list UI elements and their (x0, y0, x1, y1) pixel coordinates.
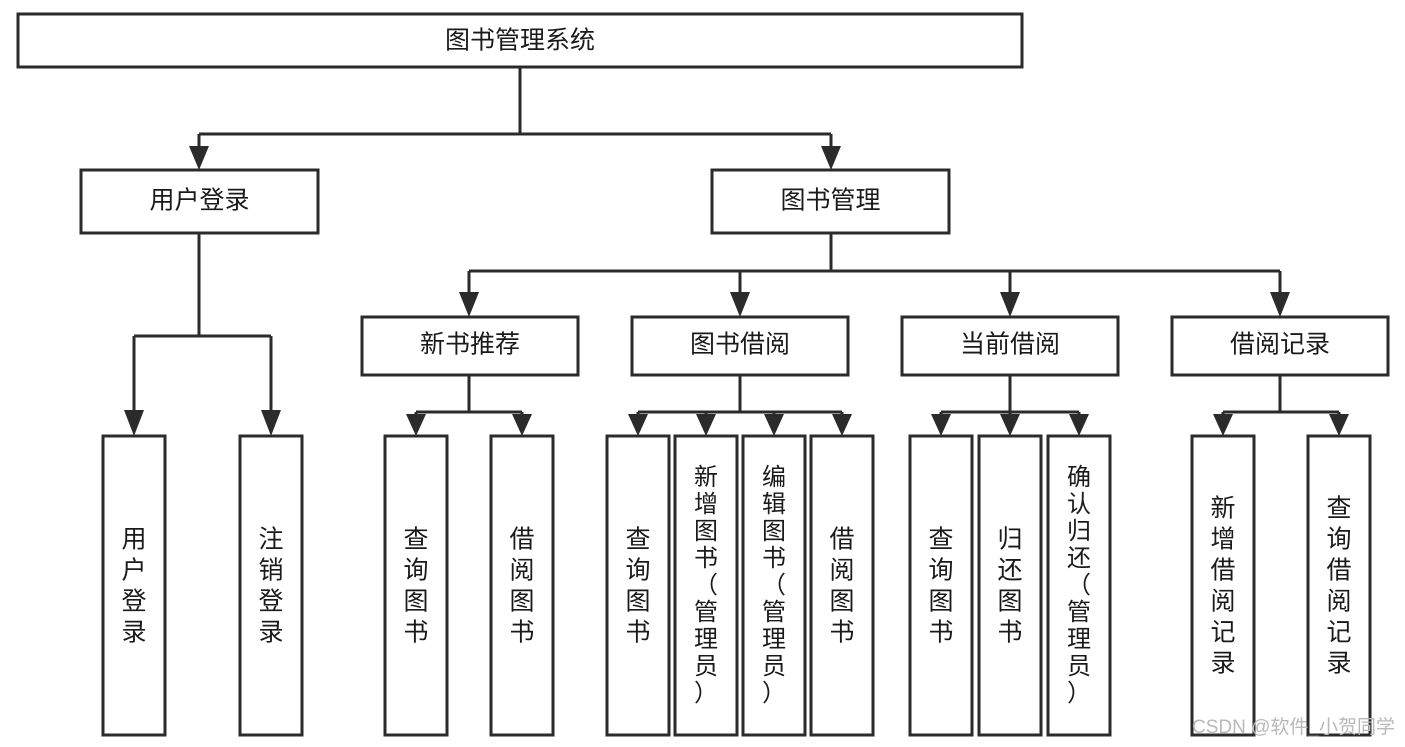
leaf-node-br-add-record-label: 新增借阅记录 (1210, 495, 1235, 678)
arrow-head-icon-cb-query (931, 414, 951, 436)
leaf-node-cb-confirm-return-admin-label: 确认归还（管理员） (1067, 464, 1091, 707)
arrow-head-icon-book-borrow (730, 292, 750, 317)
leaf-node-cb-query-book-label: 查询图书 (928, 526, 953, 647)
leaf-node-bb-borrow-book-label: 借阅图书 (829, 526, 854, 647)
node-root-box[interactable] (16, 12, 1024, 69)
leaf-node-bb-add-book-admin-label: 新增图书（管理员） (694, 464, 718, 707)
node-new-book-recommend-box[interactable] (360, 315, 580, 377)
arrow-head-icon-bb-add (696, 414, 716, 436)
leaf-node-nb-borrow-book[interactable]: 借阅图书 (489, 434, 555, 737)
connector-group-user-login-to-leaves (124, 233, 281, 436)
leaf-node-user-login-box[interactable] (101, 434, 167, 737)
node-borrow-record[interactable]: 借阅记录 (1170, 315, 1390, 377)
arrow-head-icon-current-borrow (1000, 292, 1020, 317)
arrow-head-icon-br-query (1329, 414, 1349, 436)
node-user-login-box[interactable] (79, 168, 320, 235)
leaf-node-bb-query-book[interactable]: 查询图书 (605, 434, 671, 737)
leaf-node-bb-edit-book-admin-box[interactable] (741, 434, 807, 737)
leaf-node-bb-borrow-book[interactable]: 借阅图书 (809, 434, 875, 737)
arrow-head-icon-user-login (189, 146, 209, 170)
leaf-node-br-add-record[interactable]: 新增借阅记录 (1190, 434, 1256, 737)
leaf-node-logout[interactable]: 注销登录 (238, 434, 304, 737)
leaf-node-cb-confirm-return-admin-box[interactable] (1046, 434, 1112, 737)
arrow-head-icon-leaf-logout (261, 410, 281, 436)
leaf-node-cb-confirm-return-admin[interactable]: 确认归还（管理员） (1046, 434, 1112, 737)
leaf-node-nb-query-book[interactable]: 查询图书 (383, 434, 449, 737)
node-borrow-record-box[interactable] (1170, 315, 1390, 377)
leaf-node-bb-edit-book-admin[interactable]: 编辑图书（管理员） (741, 434, 807, 737)
arrow-head-icon-bb-query (628, 414, 648, 436)
arrow-head-icon-bb-edit (764, 414, 784, 436)
node-root-book-management-system[interactable]: 图书管理系统 (16, 12, 1024, 69)
leaf-node-nb-query-book-label: 查询图书 (403, 526, 428, 647)
leaf-node-cb-return-book[interactable]: 归还图书 (977, 434, 1043, 737)
arrow-head-icon-cb-return (1000, 414, 1020, 436)
node-user-login-label: 用户登录 (149, 187, 249, 215)
leaf-node-nb-borrow-book-box[interactable] (489, 434, 555, 737)
leaf-node-bb-add-book-admin[interactable]: 新增图书（管理员） (673, 434, 739, 737)
node-user-login[interactable]: 用户登录 (79, 168, 320, 235)
leaf-node-cb-return-book-label: 归还图书 (997, 526, 1022, 647)
leaf-node-cb-return-book-box[interactable] (977, 434, 1043, 737)
node-book-management-label: 图书管理 (780, 187, 880, 215)
leaf-node-user-login-label: 用户登录 (121, 526, 146, 647)
leaf-node-bb-query-book-box[interactable] (605, 434, 671, 737)
leaf-node-cb-query-book-box[interactable] (908, 434, 974, 737)
arrow-head-icon-cb-confirm (1069, 414, 1089, 436)
connector-group-borrow-record-to-leaves (1213, 375, 1349, 436)
node-new-book-recommend[interactable]: 新书推荐 (360, 315, 580, 377)
arrow-head-icon-leaf-user-login (124, 410, 144, 436)
arrow-head-icon-br-add (1213, 414, 1233, 436)
node-new-book-recommend-label: 新书推荐 (420, 331, 520, 359)
leaf-node-br-query-record[interactable]: 查询借阅记录 (1306, 434, 1372, 737)
connector-group-root-to-level2 (189, 67, 841, 170)
leaf-node-logout-box[interactable] (238, 434, 304, 737)
leaf-node-user-login[interactable]: 用户登录 (101, 434, 167, 737)
leaf-node-br-query-record-label: 查询借阅记录 (1326, 495, 1351, 678)
leaf-node-bb-add-book-admin-box[interactable] (673, 434, 739, 737)
leaf-node-logout-label: 注销登录 (258, 526, 283, 647)
leaf-node-cb-query-book[interactable]: 查询图书 (908, 434, 974, 737)
leaf-node-nb-query-book-box[interactable] (383, 434, 449, 737)
leaf-node-bb-query-book-label: 查询图书 (625, 526, 650, 647)
arrow-head-icon-new-book-rec (459, 292, 479, 317)
arrow-head-icon-bb-borrow (832, 414, 852, 436)
node-current-borrow[interactable]: 当前借阅 (900, 315, 1120, 377)
leaf-node-br-add-record-box[interactable] (1190, 434, 1256, 737)
node-book-borrow-label: 图书借阅 (690, 331, 790, 359)
node-book-management-box[interactable] (710, 168, 951, 235)
node-borrow-record-label: 借阅记录 (1230, 331, 1330, 359)
connector-group-new-book-to-leaves (406, 375, 532, 436)
node-current-borrow-box[interactable] (900, 315, 1120, 377)
connector-group-current-borrow-to-leaves (931, 375, 1089, 436)
leaf-node-bb-borrow-book-box[interactable] (809, 434, 875, 737)
arrow-head-icon-borrow-record (1270, 292, 1290, 317)
node-book-management[interactable]: 图书管理 (710, 168, 951, 235)
arrow-head-icon-book-mgmt (821, 146, 841, 170)
node-current-borrow-label: 当前借阅 (960, 331, 1060, 359)
arrow-head-icon-nb-borrow (512, 414, 532, 436)
connector-group-book-borrow-to-leaves (628, 375, 852, 436)
csdn-watermark: CSDN @软件_小贺同学 (1192, 716, 1395, 738)
leaf-node-br-query-record-box[interactable] (1306, 434, 1372, 737)
leaf-node-bb-edit-book-admin-label: 编辑图书（管理员） (762, 464, 786, 707)
node-book-borrow[interactable]: 图书借阅 (630, 315, 850, 377)
node-book-borrow-box[interactable] (630, 315, 850, 377)
connector-group-book-mgmt-to-level3 (459, 233, 1290, 317)
node-root-label: 图书管理系统 (445, 27, 595, 55)
leaf-node-nb-borrow-book-label: 借阅图书 (509, 526, 534, 647)
arrow-head-icon-nb-query (406, 414, 426, 436)
